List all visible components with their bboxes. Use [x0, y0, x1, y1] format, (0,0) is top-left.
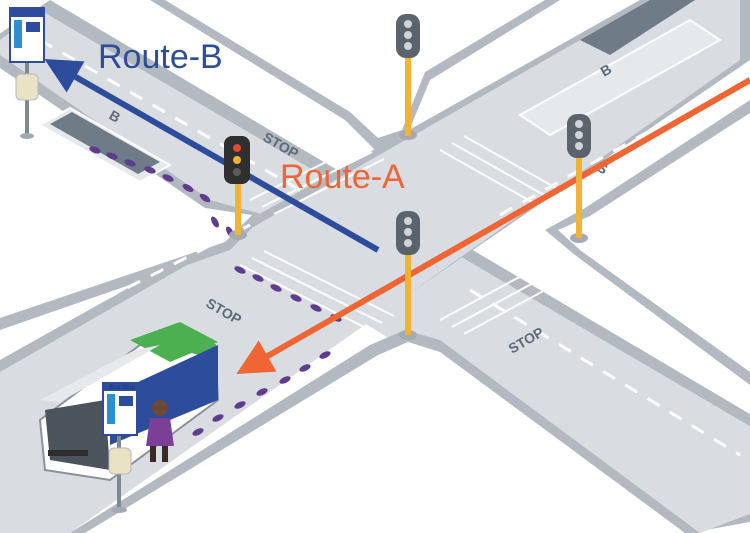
- sidewalk-bottom-corner: [70, 330, 700, 533]
- traffic-light-icon: [396, 211, 420, 340]
- route-b-label: Route-B: [98, 38, 223, 76]
- bus-stop-sign-label: Bus Stop: [109, 385, 136, 391]
- sidewalk-top-corner: [150, 0, 560, 150]
- sidewalk-right-corner: [545, 100, 750, 385]
- bus-stop-sign-icon: Bus Stop: [102, 382, 138, 513]
- crosswalks: [239, 135, 585, 335]
- route-b-arrow: [44, 59, 380, 253]
- bus-lane-b-right: [518, 0, 722, 137]
- traffic-light-icon: [396, 14, 420, 140]
- route-a-arrow: [236, 77, 750, 374]
- bus-stop-sign-icon: [9, 7, 45, 139]
- route-a-label: Route-A: [280, 158, 405, 196]
- lane-dashes: [34, 38, 741, 457]
- pedestrian-icon: [146, 400, 174, 462]
- bus-lane-b-left: [37, 106, 173, 184]
- traffic-light-icon: [567, 114, 591, 243]
- traffic-light-icon: [224, 136, 250, 240]
